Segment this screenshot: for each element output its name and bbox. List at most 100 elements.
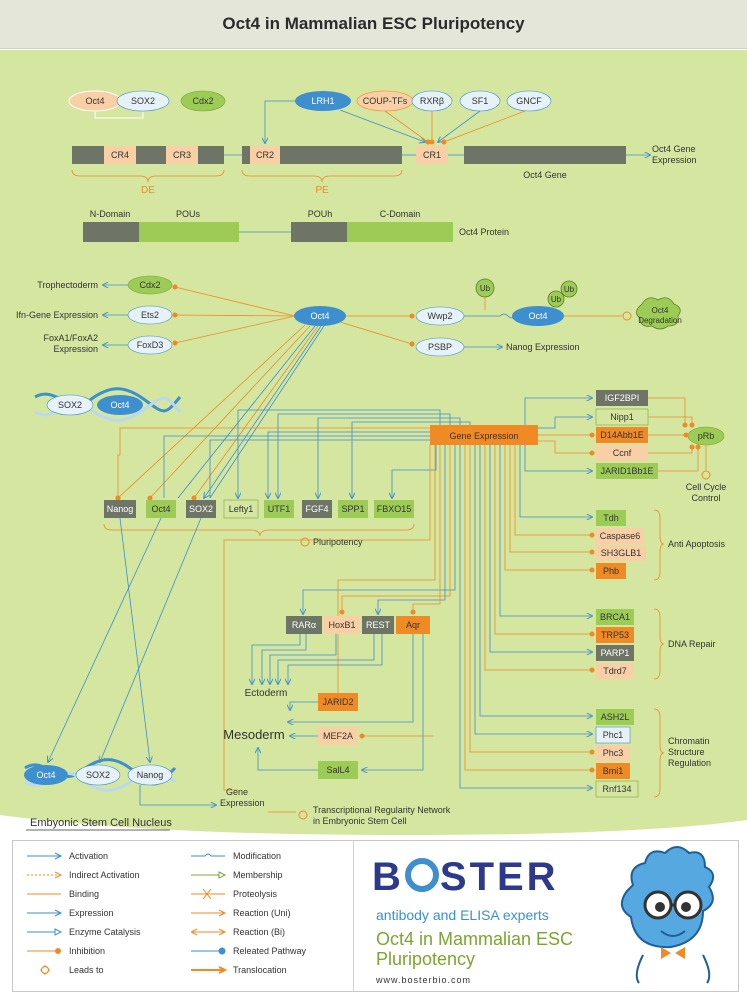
pg-spp1: SPP1 [341, 504, 364, 514]
ub-1: Ub [480, 284, 491, 293]
gene-expression-hub: Gene Expression [115, 324, 595, 790]
differentiation-group: RARα HoxB1 REST Aqr Ectoderm JARID2 Meso… [223, 616, 433, 779]
legend-translocation: Translocation [191, 965, 287, 975]
dna-repair-label: DNA Repair [668, 639, 716, 649]
hub-oct4-ub: Oct4 [528, 311, 547, 321]
brand-tagline: antibody and ELISA experts [376, 907, 549, 923]
dna1-sox2: SOX2 [58, 400, 82, 410]
cell-cycle-group: IGF2BPI Nipp1 D14Abb1E Ccnf JARID1Bb1E p… [595, 390, 726, 503]
dna-repair-group: BRCA1 TRP53 PARP1 Tdrd7 DNA Repair [596, 608, 716, 680]
svg-text:Expression: Expression [53, 344, 98, 354]
cs-bmi1: Bmi1 [603, 766, 624, 776]
diff-aqr: Aqr [406, 620, 420, 630]
mesoderm-label: Mesoderm [223, 727, 284, 742]
oct4-hub: Trophectoderm Cdx2 Ifn-Gene Expression E… [16, 275, 682, 357]
legend-membership: Membership [191, 870, 283, 880]
protein-n-domain: N-Domain [90, 209, 131, 219]
protein-pouh: POUh [308, 209, 333, 219]
dna2-sox2: SOX2 [86, 770, 110, 780]
dr-tdrd7: Tdrd7 [603, 666, 627, 676]
legend-reaction-bi: Reaction (Bi) [191, 927, 285, 937]
legend-expression: Expression [27, 908, 114, 918]
svg-text:Degradation: Degradation [638, 316, 682, 325]
cs-phc3: Phc3 [603, 748, 624, 758]
legend-inhibition: Inhibition [27, 946, 105, 956]
oct4-gene-expression-line1: Oct4 Gene [652, 144, 696, 154]
dna-helix-1: SOX2 Oct4 [34, 387, 182, 422]
pg-sox2: SOX2 [189, 504, 213, 514]
legend-modification: Modification [191, 851, 281, 861]
ifn-label: Ifn-Gene Expression [16, 310, 98, 320]
gene-coup-tfs: COUP-TFs [363, 96, 408, 106]
legend-panel: Activation Indirect Activation Binding E… [12, 840, 739, 992]
cc-nipp1: Nipp1 [610, 412, 634, 422]
cc-d14abb1e: D14Abb1E [600, 430, 644, 440]
gene-expression-label: Gene Expression [449, 431, 518, 441]
region-cr1: CR1 [423, 150, 441, 160]
svg-text:in Embryonic Stem Cell: in Embryonic Stem Cell [313, 816, 407, 826]
svg-text:Chromatin: Chromatin [668, 736, 710, 746]
legend-binding: Binding [27, 889, 100, 899]
region-cr4: CR4 [111, 150, 129, 160]
cs-ash2l: ASH2L [601, 712, 630, 722]
svg-text:Oct4: Oct4 [652, 306, 669, 315]
chromatin-group: ASH2L Phc1 Phc3 Bmi1 Rnf134 Chromatin St… [595, 708, 711, 798]
hub-oct4: Oct4 [310, 311, 329, 321]
pathway-diagram: Oct4 SOX2 Cdx2 LRH1 COUP-TFs RXRβ SF1 GN… [0, 50, 747, 835]
diff-rest: REST [366, 620, 391, 630]
pg-fbxo15: FBXO15 [377, 504, 412, 514]
legend-reaction-uni: Reaction (Uni) [191, 908, 291, 918]
pe-label: PE [315, 185, 329, 196]
anti-apoptosis-label: Anti Apoptosis [668, 539, 726, 549]
diff-sall4: SalL4 [326, 765, 349, 775]
hub-ets2: Ets2 [141, 310, 159, 320]
oct4-gene-region: Oct4 SOX2 Cdx2 LRH1 COUP-TFs RXRβ SF1 GN… [68, 90, 697, 196]
hub-wwp2: Wwp2 [427, 311, 452, 321]
svg-text:Transcriptional Regularity Net: Transcriptional Regularity Network [313, 805, 451, 815]
gene-lrh1: LRH1 [311, 96, 334, 106]
cc-ccnf: Ccnf [613, 448, 632, 458]
svg-text:Expression: Expression [220, 798, 265, 808]
aa-sh3glb1: SH3GLB1 [601, 548, 642, 558]
svg-text:Gene: Gene [226, 787, 248, 797]
svg-text:Structure: Structure [668, 747, 705, 757]
cell-background [0, 50, 747, 835]
legend-activation: Activation [27, 851, 108, 861]
pg-nanog: Nanog [107, 504, 134, 514]
hub-cdx2: Cdx2 [139, 280, 160, 290]
dr-trp53: TRP53 [601, 630, 629, 640]
svg-text:Control: Control [691, 493, 720, 503]
gene-cdx2: Cdx2 [192, 96, 213, 106]
dna2-oct4: Oct4 [36, 770, 55, 780]
dna2-nanog: Nanog [137, 770, 164, 780]
diff-rara: RARα [292, 620, 316, 630]
cc-igf2bpi: IGF2BPI [605, 393, 640, 403]
aa-caspase6: Caspase6 [600, 531, 641, 541]
diff-mef2a: MEF2A [323, 731, 353, 741]
gene-left-oct4: Oct4 [85, 96, 104, 106]
protein-label: Oct4 Protein [459, 227, 509, 237]
oct4-gene-expression-line2: Expression [652, 155, 697, 165]
pg-lefty1: Lefty1 [229, 504, 254, 514]
trophectoderm-label: Trophectoderm [37, 280, 98, 290]
legend-indirect-activation: Indirect Activation [27, 870, 140, 880]
ub-3: Ub [564, 285, 575, 294]
brand-title: Oct4 in Mammalian ESC Pluripotency [376, 929, 574, 969]
page-title: Oct4 in Mammalian ESC Pluripotency [0, 0, 747, 49]
prb: pRb [698, 431, 715, 441]
nucleus-label: Embyonic Stem Cell Nucleus [30, 817, 172, 829]
legend-enzyme-catalysis: Enzyme Catalysis [27, 927, 141, 937]
diff-hoxb1: HoxB1 [328, 620, 355, 630]
anti-apoptosis-group: Tdh Caspase6 SH3GLB1 Phb Anti Apoptosis [596, 509, 726, 581]
pg-utf1: UTF1 [268, 504, 291, 514]
legend-leads-to: Leads to [27, 965, 104, 975]
legend-proteolysis: Proteolysis [191, 889, 277, 899]
region-cr3: CR3 [173, 150, 191, 160]
de-label: DE [141, 185, 155, 196]
aa-tdh: Tdh [603, 513, 619, 523]
svg-text:Regulation: Regulation [668, 758, 711, 768]
svg-text:FoxA1/FoxA2: FoxA1/FoxA2 [43, 333, 98, 343]
cc-jarid1bb1e: JARID1Bb1E [600, 466, 653, 476]
